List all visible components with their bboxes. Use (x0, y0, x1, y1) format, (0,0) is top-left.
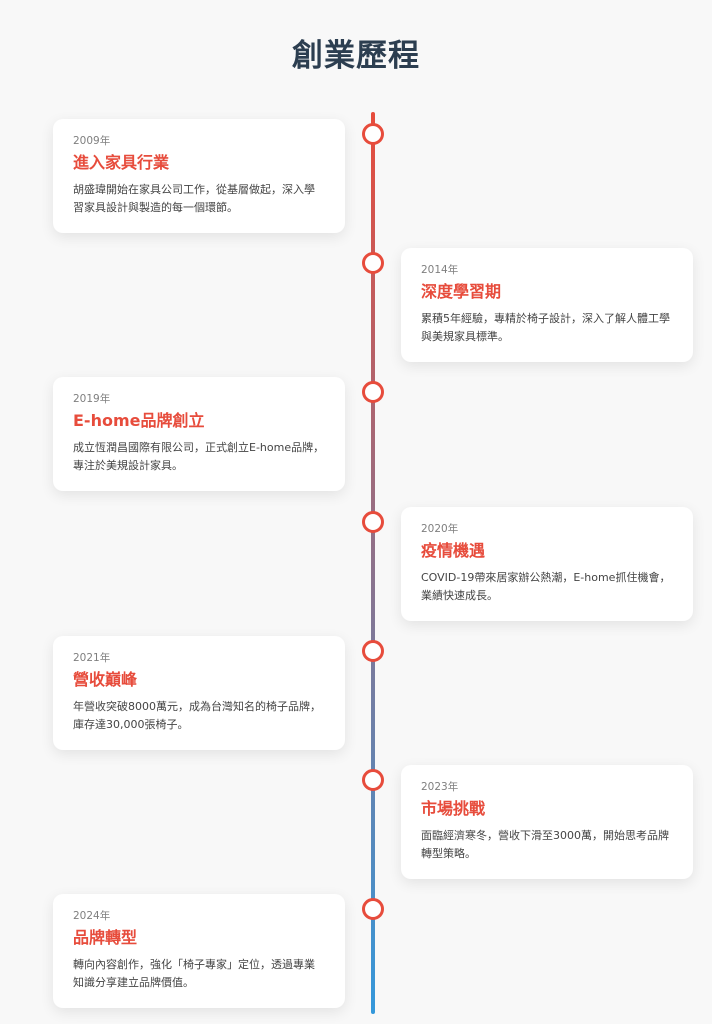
event-year: 2023年 (421, 781, 459, 793)
event-title: 進入家具行業 (73, 153, 170, 172)
event-title: 品牌轉型 (73, 928, 138, 948)
timeline-marker (362, 252, 384, 275)
event-year: 2014年 (421, 264, 459, 277)
event-description: 胡盛瑋開始在家具公司工作，從基層做起，深入學習家具設計與製造的每一個環節。 (73, 183, 315, 214)
page-title: 創業歷程 (292, 38, 420, 74)
timeline-marker (362, 510, 384, 533)
timeline-line (371, 112, 375, 1014)
event-year: 2024年 (73, 910, 111, 923)
timeline-card: 2019年 E-home品牌創立成立恆潤昌國際有限公司，正式創立E-home品牌，… (53, 377, 345, 492)
event-title: 深度學習期 (421, 282, 502, 302)
timeline-marker (362, 123, 384, 145)
timeline-card: 2021年營收巔峰年營收突破8000萬元，成為台灣知名的椅子品牌，庫存達30,0… (53, 635, 345, 750)
event-description: 年營收突破8000萬元，成為台灣知名的椅子品牌，庫存達30,000張椅子。 (73, 699, 321, 731)
event-title: 疫情機遇 (421, 540, 486, 560)
timeline-marker (362, 381, 384, 404)
timeline-marker (362, 898, 384, 921)
event-year: 2020年 (421, 522, 459, 535)
timeline-card: 2024年品牌轉型轉向內容創作，強化「椅子專家」定位，透過專業知識分享建立品牌價… (53, 894, 345, 1009)
event-title: E-home品牌創立 (73, 411, 205, 431)
timeline-card: 2014年深度學習期累積5年經驗，專精於椅子設計，深入了解人體工學與美規家具標準… (401, 248, 693, 363)
timeline-marker (362, 769, 384, 791)
timeline-marker (362, 639, 384, 662)
timeline-card: 2023年市場挑戰面臨經濟寒冬，營收下滑至3000萬，開始思考品牌轉型策略。 (401, 765, 693, 879)
event-year: 2021年 (73, 651, 111, 664)
event-description: 面臨經濟寒冬，營收下滑至3000萬，開始思考品牌轉型策略。 (421, 829, 669, 860)
timeline-card: 2020年疫情機遇 COVID-19帶來居家辦公熱潮，E-home抓住機會，業績快… (401, 506, 693, 621)
event-year: 2019年 (73, 393, 111, 406)
event-description: 累積5年經驗，專精於椅子設計，深入了解人體工學與美規家具標準。 (421, 312, 670, 344)
event-description: 轉向內容創作，強化「椅子專家」定位，透過專業知識分享建立品牌價值。 (73, 958, 315, 990)
event-title: 營收巔峰 (73, 669, 138, 689)
event-description: 成立恆潤昌國際有限公司，正式創立E-home品牌，專注於美規設計家具。 (73, 441, 325, 473)
event-year: 2009年 (73, 135, 111, 147)
event-title: 市場挑戰 (421, 799, 486, 818)
timeline-card: 2009年進入家具行業胡盛瑋開始在家具公司工作，從基層做起，深入學習家具設計與製… (53, 119, 345, 233)
event-description: COVID-19帶來居家辦公熱潮，E-home抓住機會，業績快速成長。 (421, 570, 671, 602)
